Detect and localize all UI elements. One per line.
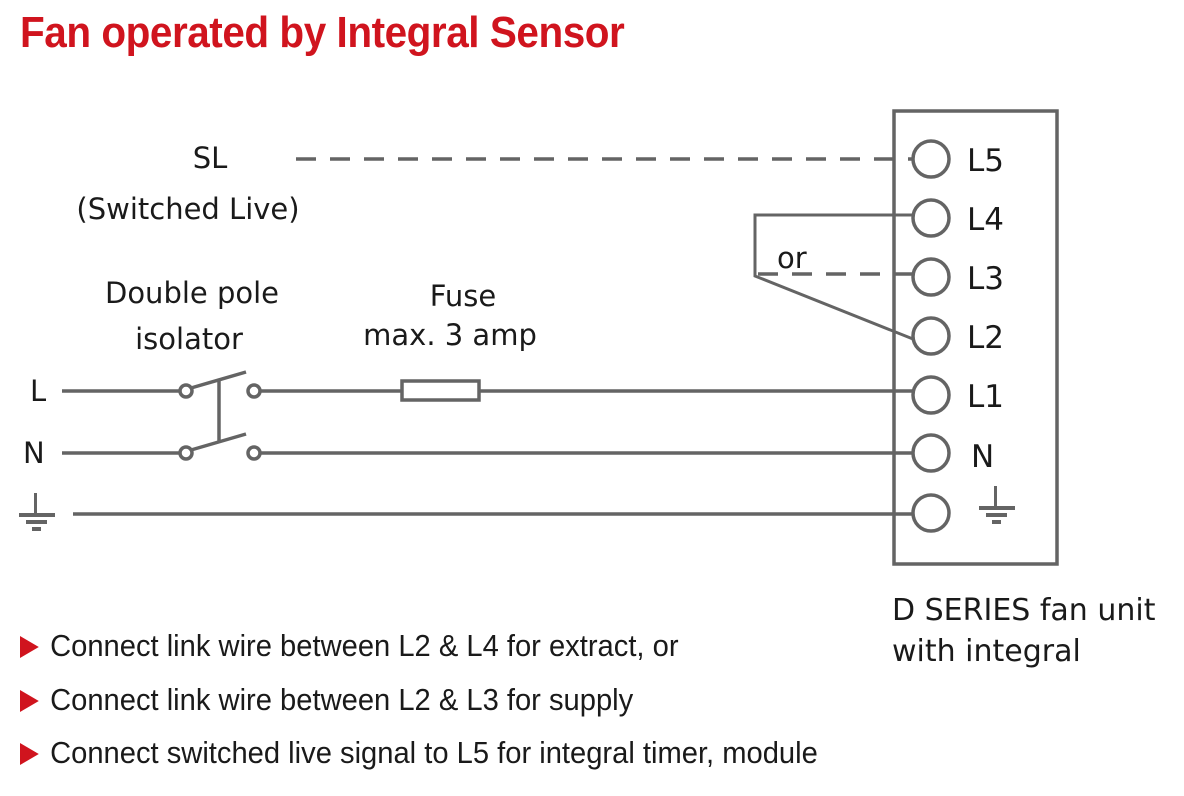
instruction-item: Connect link wire between L2 & L4 for ex…: [20, 628, 679, 664]
isolator-label-2: isolator: [135, 322, 243, 356]
terminal-earth: [911, 493, 951, 533]
instruction-text: Connect link wire between L2 & L3 for su…: [50, 682, 634, 717]
fan-unit-caption: D SERIES fan unit with integral: [892, 590, 1155, 672]
isolator-contact-l-out: [246, 383, 262, 399]
terminal-label-l1: L1: [967, 379, 1004, 415]
instruction-text: Connect switched live signal to L5 for i…: [50, 735, 818, 770]
supply-neutral-label: N: [23, 436, 45, 470]
terminal-label-n: N: [971, 439, 994, 475]
fuse-label-1: Fuse: [430, 279, 496, 313]
isolator-contact-n-in: [178, 445, 194, 461]
page-title: Fan operated by Integral Sensor: [20, 8, 625, 57]
link-wire-l2-l4: [753, 213, 914, 341]
isolator-contact-n-out: [246, 445, 262, 461]
terminal-label-l3: L3: [967, 261, 1004, 297]
instruction-text: Connect link wire between L2 & L4 for ex…: [50, 628, 679, 663]
sl-label: SL: [193, 141, 228, 175]
terminal-label-l5: L5: [967, 143, 1004, 179]
terminal-label-l4: L4: [967, 202, 1004, 238]
fuse-label-2: max. 3 amp: [363, 318, 537, 352]
terminal-n: [911, 433, 951, 473]
terminal-l3: [911, 257, 951, 297]
instruction-item: Connect link wire between L2 & L3 for su…: [20, 682, 633, 718]
terminal-l2: [911, 316, 951, 356]
terminal-l4: [911, 198, 951, 238]
fan-unit-caption-line2: with integral: [892, 634, 1081, 669]
isolator-contact-l-in: [178, 383, 194, 399]
fuse-symbol: [400, 379, 481, 402]
fan-unit-caption-line1: D SERIES fan unit: [892, 593, 1156, 628]
instruction-item: Connect switched live signal to L5 for i…: [20, 735, 818, 771]
earth-icon: [19, 493, 55, 531]
earth-icon: [979, 486, 1015, 524]
supply-live-label: L: [30, 374, 46, 408]
terminal-l1: [911, 375, 951, 415]
isolator-label-1: Double pole: [105, 276, 279, 310]
or-label: or: [777, 241, 807, 275]
fan-unit-box: [892, 109, 1059, 566]
bullet-triangle-icon: [20, 690, 39, 712]
terminal-l5: [911, 139, 951, 179]
terminal-label-l2: L2: [967, 320, 1004, 356]
sl-sub-label: (Switched Live): [76, 192, 299, 226]
bullet-triangle-icon: [20, 636, 39, 658]
bullet-triangle-icon: [20, 743, 39, 765]
